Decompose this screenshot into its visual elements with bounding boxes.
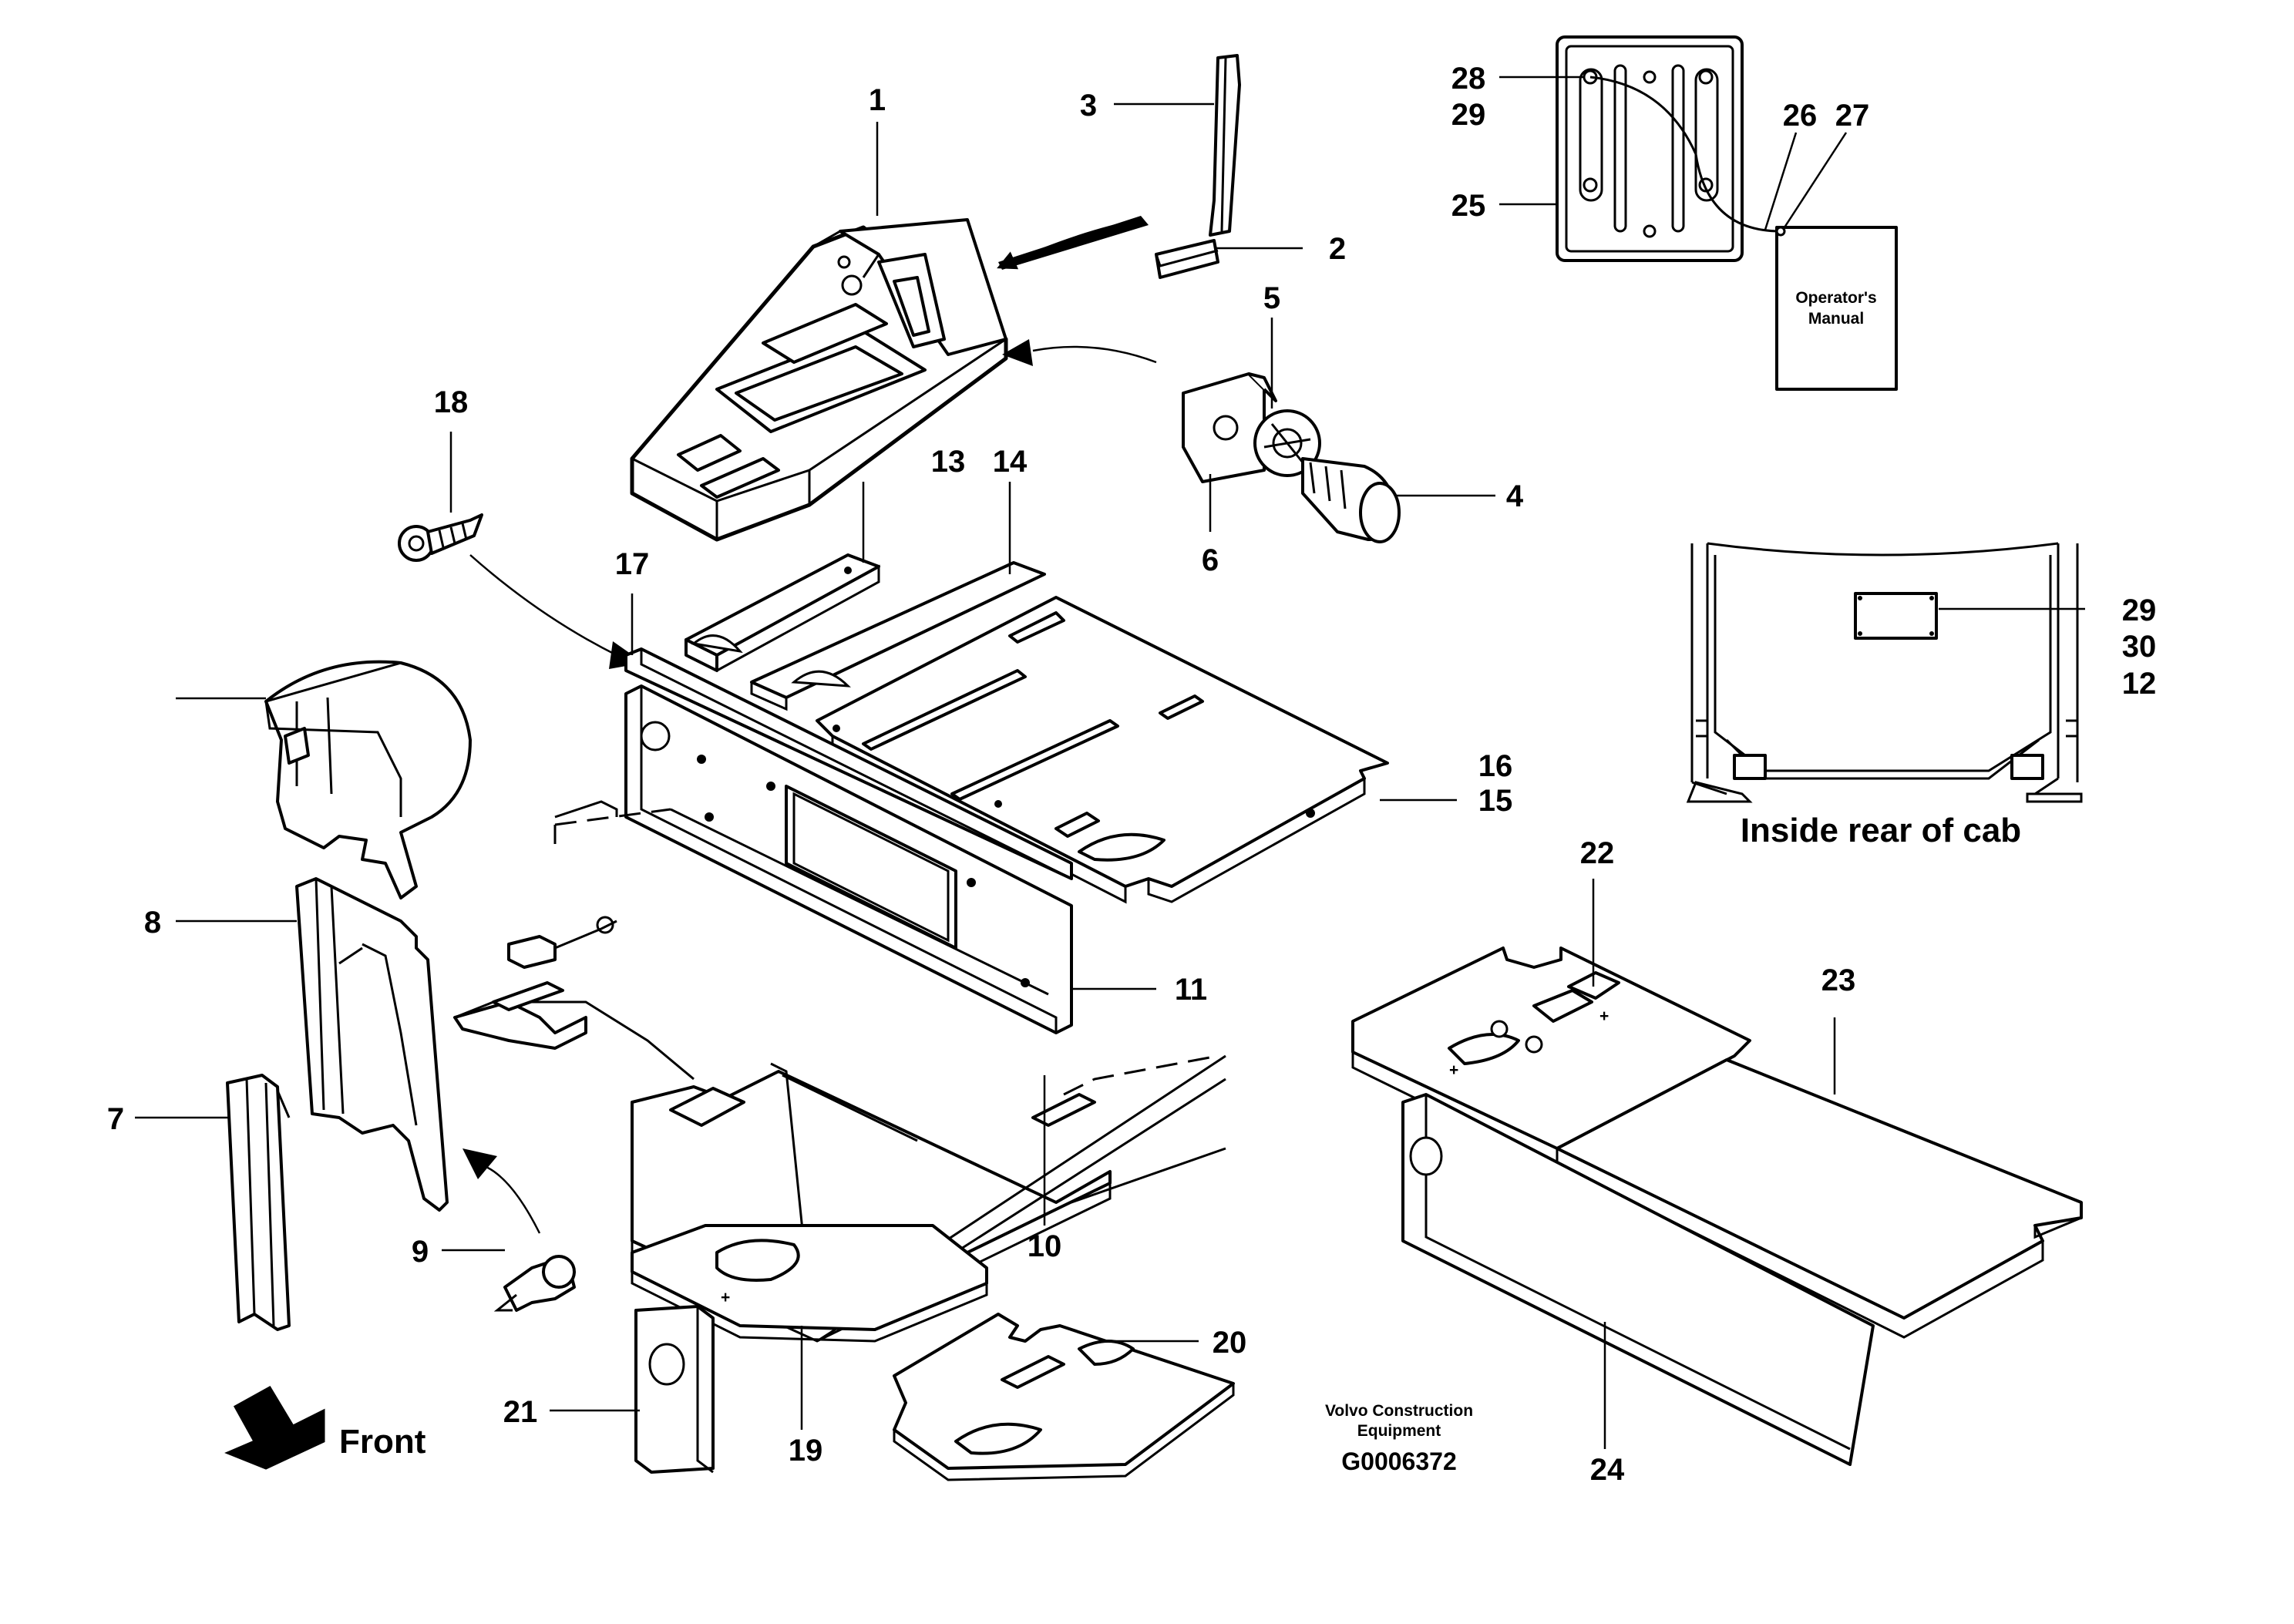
battery-box-part: [1401, 1093, 1875, 1466]
floor-plate-part: [750, 561, 1046, 711]
screw-part: [493, 1255, 576, 1312]
front-label: Front: [339, 1423, 426, 1461]
callout-22: 22: [1580, 836, 1615, 870]
callout-13: 13: [931, 445, 966, 479]
inset-caption: Inside rear of cab: [1741, 812, 2021, 849]
callout-11: 11: [1175, 973, 1207, 1007]
callout-4: 4: [1506, 479, 1524, 513]
callout-15: 15: [1478, 784, 1513, 818]
side-trim-part: [295, 877, 449, 1212]
callout-29-top: 29: [1451, 98, 1486, 132]
side-panel-part: [624, 684, 1073, 1034]
figure-code: G0006372: [1341, 1447, 1456, 1475]
assembly-arrow: [477, 1162, 541, 1234]
callout-29-inset: 29: [2122, 593, 2157, 627]
callout-1: 1: [869, 83, 886, 117]
callout-10: 10: [1028, 1229, 1062, 1263]
assembly-arrow-body: [998, 216, 1149, 270]
callout-7: 7: [107, 1102, 124, 1136]
floor-mat-part: +: [631, 1224, 988, 1343]
trim-profile-part: [226, 1074, 291, 1331]
callout-20: 20: [1213, 1326, 1247, 1360]
assembly-arrow: [1032, 345, 1157, 364]
assembly-arrow: [469, 554, 617, 657]
publisher-line-2: Equipment: [1357, 1422, 1441, 1440]
callout-8: 8: [144, 906, 161, 940]
floor-plate-part: [684, 553, 880, 672]
callout-14: 14: [993, 445, 1028, 479]
callout-19: 19: [789, 1434, 823, 1468]
publisher-line-1: Volvo Construction: [1325, 1402, 1473, 1420]
callout-28: 28: [1451, 62, 1486, 96]
floor-mat-part: [893, 1313, 1235, 1481]
manual-label-line-1: Operator's: [1795, 289, 1876, 307]
screw-part: [398, 513, 483, 562]
front-direction-arrow: [224, 1385, 325, 1470]
plus-mark: +: [1599, 1007, 1609, 1025]
callout-23: 23: [1821, 963, 1856, 997]
document-holder-inset: Operator's Manual: [1556, 35, 1898, 391]
console-cover-part: [630, 218, 1008, 542]
callout-24: 24: [1590, 1453, 1625, 1487]
trim-strip-part: [1155, 54, 1241, 279]
plus-mark: +: [1449, 1061, 1458, 1079]
callout-21: 21: [503, 1395, 538, 1429]
heater-cover-part: [264, 660, 472, 899]
leader-lines: [135, 76, 2085, 1449]
callout-27: 27: [1835, 99, 1870, 133]
callout-2: 2: [1329, 232, 1346, 266]
lower-panel-part: [453, 916, 617, 1050]
callout-12: 12: [2122, 667, 2157, 701]
callout-30: 30: [2122, 630, 2157, 664]
spacer-block-part: [634, 1305, 715, 1474]
callout-6: 6: [1202, 543, 1219, 577]
callout-5: 5: [1263, 281, 1280, 315]
callout-17: 17: [615, 547, 650, 581]
callout-26: 26: [1783, 99, 1818, 133]
battery-lid-part: [1556, 1058, 2083, 1339]
cab-rear-inset: [1686, 542, 2083, 803]
callout-18: 18: [434, 385, 469, 419]
fastener-set-part: [1182, 372, 1401, 543]
callout-labels: 1 2 3 4 5 6 7 8 9 10 11 12 13 14 15 16 1…: [107, 62, 2156, 1487]
callout-9: 9: [412, 1235, 429, 1269]
callout-16: 16: [1478, 749, 1513, 783]
assembly-arrowhead: [1002, 339, 1033, 366]
callout-25: 25: [1451, 189, 1486, 223]
assembly-arrowhead: [462, 1148, 497, 1179]
plus-mark: +: [721, 1289, 730, 1306]
frame-beam-part: [624, 647, 1073, 880]
manual-label-line-2: Manual: [1808, 310, 1864, 328]
callout-3: 3: [1080, 89, 1097, 123]
